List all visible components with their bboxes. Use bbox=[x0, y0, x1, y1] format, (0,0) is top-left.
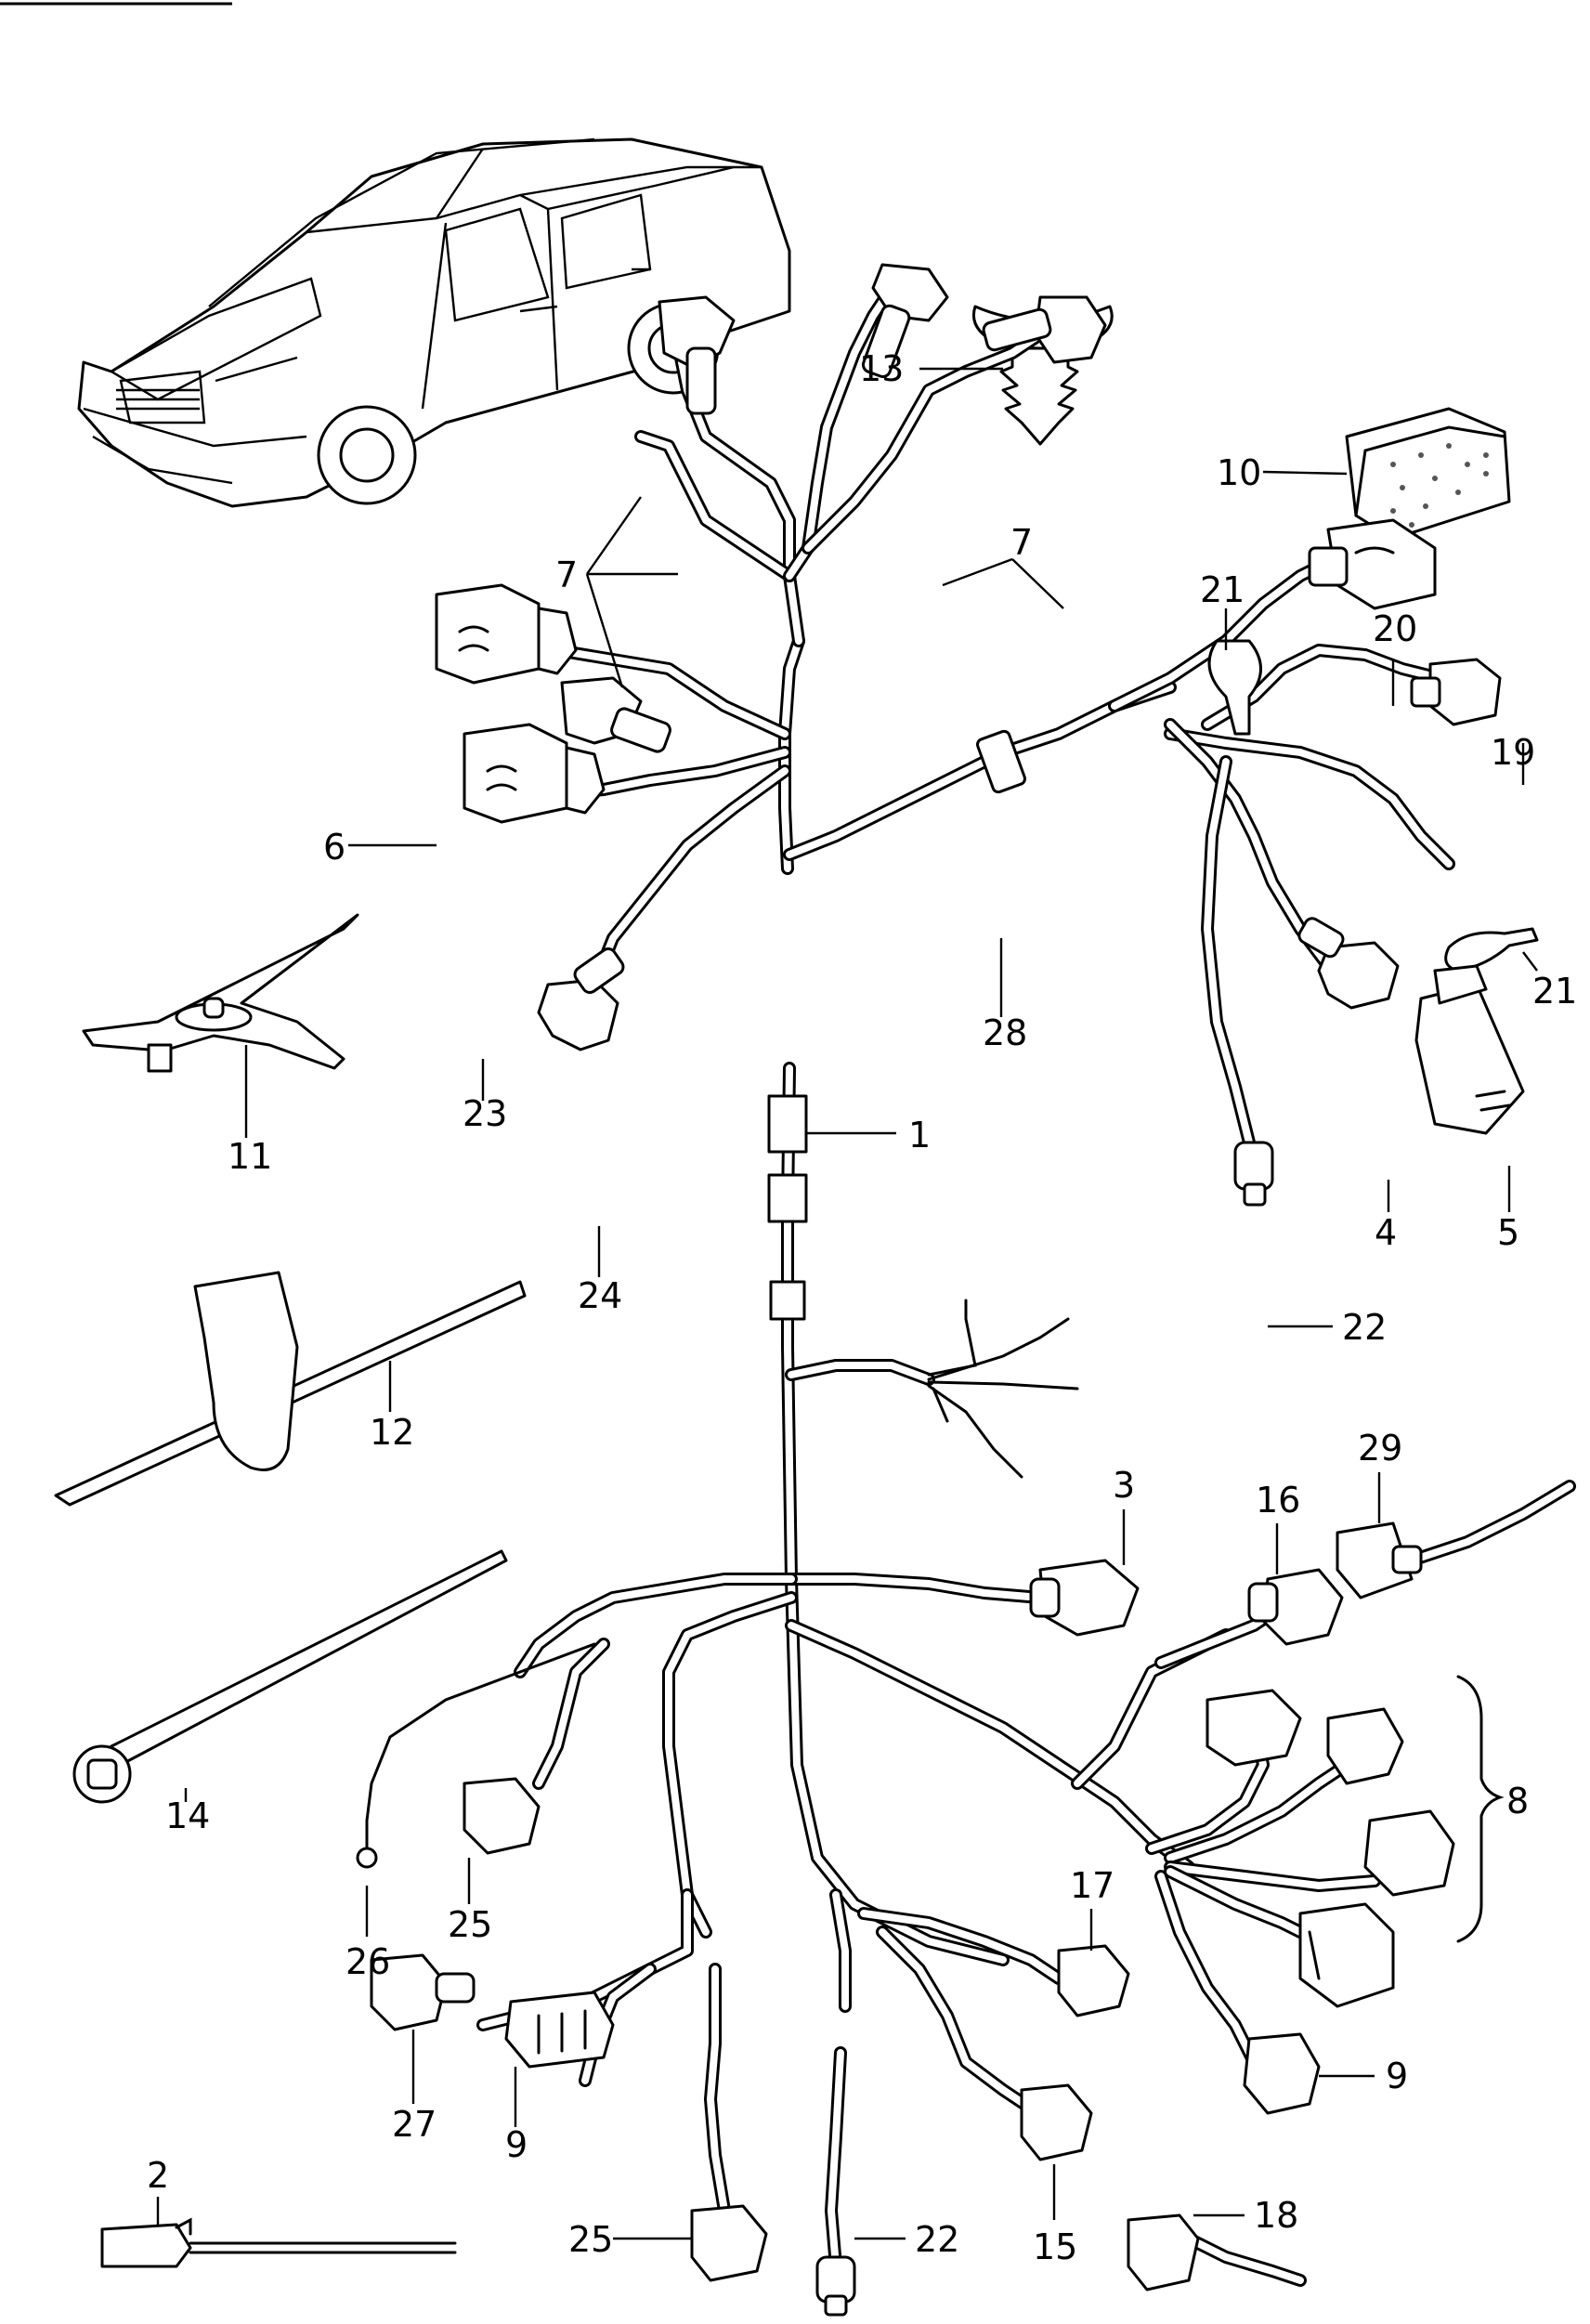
callout-20: 20 bbox=[1373, 608, 1417, 649]
connector-25-left bbox=[463, 1777, 541, 1855]
connector-24 bbox=[537, 947, 625, 1051]
callout-9-left: 9 bbox=[505, 2124, 528, 2165]
callout-21-top: 21 bbox=[1200, 569, 1245, 610]
callout-10: 10 bbox=[1217, 452, 1261, 493]
callout-22-top: 22 bbox=[1342, 1307, 1387, 1348]
part-21-cable-tie-top bbox=[1207, 639, 1262, 736]
connector-7-top-right-a bbox=[861, 263, 949, 378]
callout-3: 3 bbox=[1113, 1465, 1135, 1506]
callout-29: 29 bbox=[1358, 1428, 1402, 1469]
callout-1: 1 bbox=[908, 1115, 931, 1155]
callout-5: 5 bbox=[1497, 1212, 1519, 1253]
connector-7-top-right-b bbox=[982, 295, 1107, 364]
leader-lines bbox=[156, 367, 1538, 2240]
callout-2: 2 bbox=[147, 2155, 169, 2196]
callout-16: 16 bbox=[1256, 1480, 1300, 1521]
callout-23: 23 bbox=[463, 1093, 507, 1134]
callout-25-bottom: 25 bbox=[568, 2219, 613, 2260]
callout-12: 12 bbox=[370, 1412, 414, 1453]
connector-8-b bbox=[1326, 1707, 1404, 1785]
connector-7-top-left-b bbox=[560, 676, 671, 753]
connector-20 bbox=[1308, 518, 1437, 610]
connector-26-ring-terminal bbox=[356, 1847, 378, 1869]
callout-18: 18 bbox=[1254, 2195, 1298, 2236]
callout-22-bottom: 22 bbox=[915, 2219, 959, 2260]
connector-19 bbox=[1410, 658, 1502, 726]
connector-8-c bbox=[1363, 1809, 1455, 1897]
connector-15 bbox=[1020, 2083, 1093, 2161]
callout-9-right: 9 bbox=[1386, 2056, 1408, 2096]
callout-25-left: 25 bbox=[448, 1904, 492, 1945]
connector-17 bbox=[1057, 1944, 1130, 2017]
connector-8-d bbox=[1298, 1902, 1395, 2008]
callout-6: 6 bbox=[323, 827, 345, 868]
callout-28: 28 bbox=[983, 1012, 1027, 1053]
connector-22-bottom bbox=[815, 2255, 856, 2317]
connector-5 bbox=[1414, 964, 1525, 1135]
part-21-cable-tie-right bbox=[1444, 927, 1539, 973]
callout-19: 19 bbox=[1491, 732, 1535, 773]
part-2-wire-contact bbox=[100, 2217, 457, 2268]
bracket-8 bbox=[1456, 1675, 1505, 1943]
connector-4 bbox=[1297, 917, 1400, 1010]
connector-25-bottom bbox=[690, 2204, 768, 2282]
callout-27: 27 bbox=[392, 2104, 437, 2145]
connector-18 bbox=[1127, 2213, 1200, 2291]
main-harness bbox=[365, 281, 1576, 2287]
callout-17: 17 bbox=[1070, 1865, 1114, 1906]
connector-8-a bbox=[1206, 1689, 1302, 1767]
callout-14: 14 bbox=[165, 1795, 210, 1836]
callout-4: 4 bbox=[1375, 1212, 1397, 1253]
connector-29 bbox=[1336, 1521, 1423, 1599]
part-10-foam-pad bbox=[1345, 407, 1511, 541]
callout-15: 15 bbox=[1033, 2226, 1077, 2267]
part-14-cable-tie-long bbox=[72, 1549, 508, 1804]
part-11-cable-tie-mount bbox=[82, 913, 359, 1073]
callout-26: 26 bbox=[345, 1941, 390, 1982]
connector-22-top bbox=[1233, 1141, 1274, 1207]
callout-13: 13 bbox=[859, 348, 904, 389]
callout-8: 8 bbox=[1506, 1781, 1529, 1821]
callout-24: 24 bbox=[578, 1275, 622, 1316]
connector-28-clip bbox=[976, 729, 1026, 794]
connector-6 bbox=[435, 583, 578, 685]
connector-7-top-left-a bbox=[658, 295, 736, 415]
connector-27 bbox=[370, 1953, 476, 2031]
connector-9-left bbox=[504, 1991, 615, 2069]
callout-21-right: 21 bbox=[1532, 971, 1577, 1012]
callout-7-right: 7 bbox=[1010, 522, 1033, 563]
callout-labels: 13 10 7 7 21 20 19 6 21 28 23 1 11 4 5 2… bbox=[147, 348, 1577, 2267]
connector-23 bbox=[463, 723, 606, 824]
callout-11: 11 bbox=[228, 1136, 272, 1177]
part-12-cable-tie-clip bbox=[54, 1271, 527, 1507]
connector-9-right bbox=[1243, 2032, 1321, 2115]
connector-16 bbox=[1247, 1568, 1344, 1646]
connector-3 bbox=[1029, 1559, 1140, 1637]
callout-7-left: 7 bbox=[555, 555, 578, 595]
